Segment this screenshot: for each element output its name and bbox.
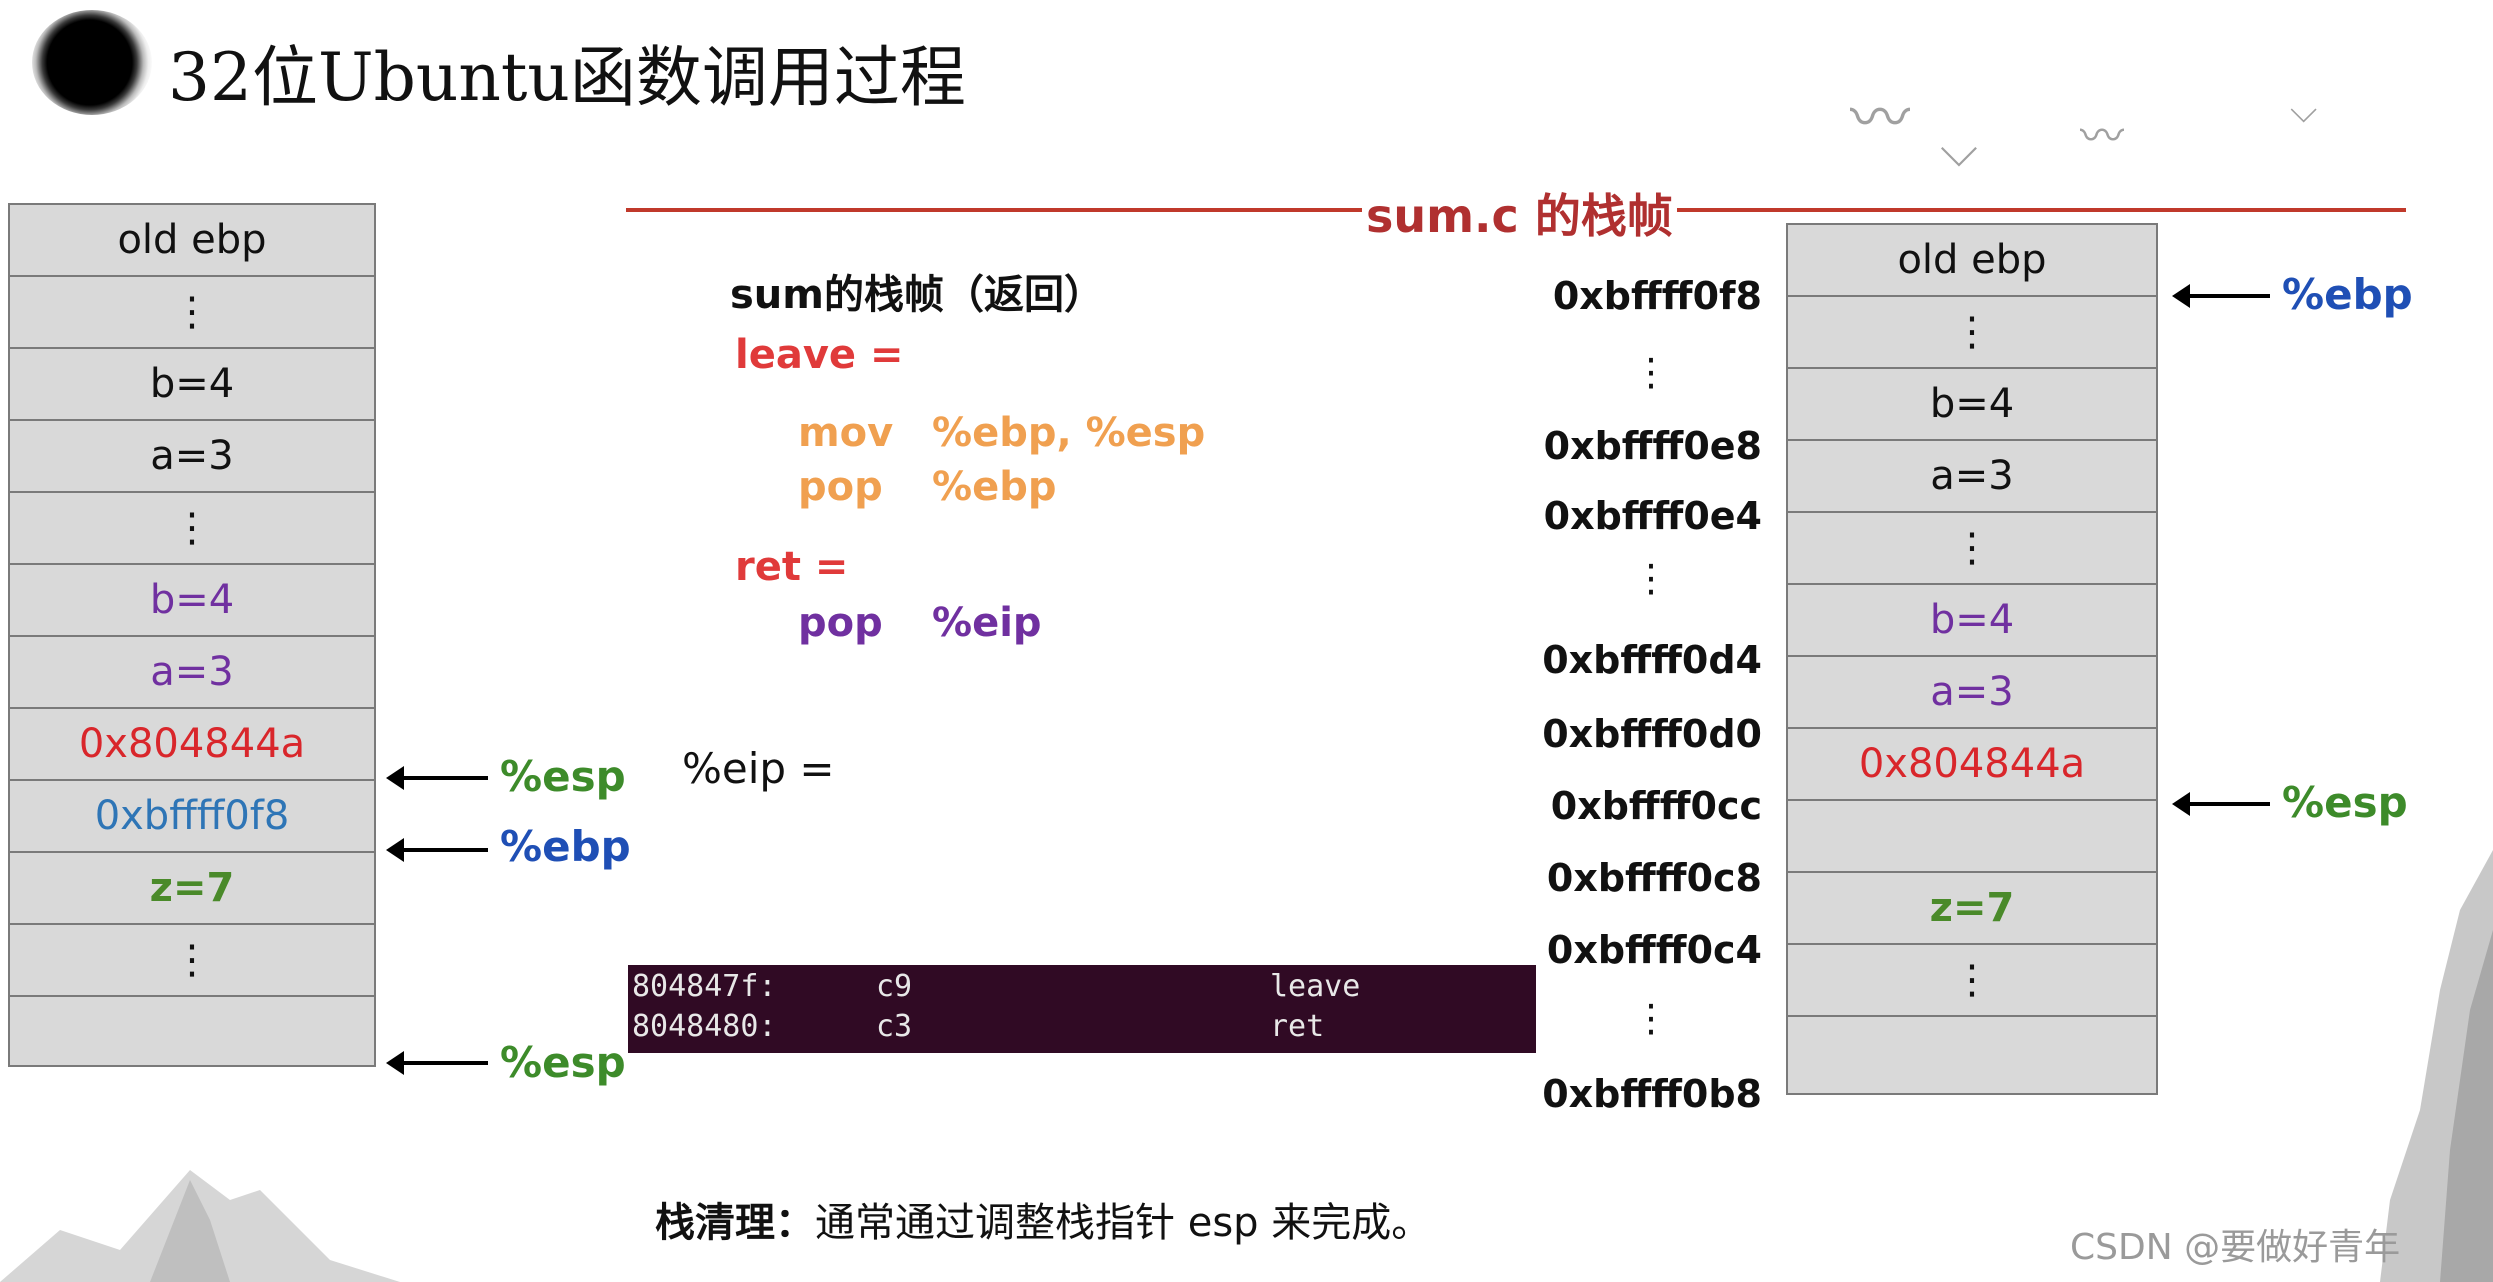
address-ellipsis: ⋮ — [1410, 996, 1670, 1040]
left-stack-cell: 0x804844a — [10, 709, 374, 781]
ebp-arrow-icon — [2186, 294, 2270, 298]
leave-label: leave = — [735, 332, 903, 378]
disasm-address: 804847f: — [632, 969, 777, 1004]
mountain-decoration-icon — [0, 1080, 400, 1282]
esp-pointer-label: %esp — [500, 1038, 626, 1087]
address-label: 0xbffff0f8 — [1502, 274, 1762, 318]
esp-arrow-icon — [400, 776, 488, 780]
left-stack-cell: ⋮ — [10, 925, 374, 997]
left-stack-cell: old ebp — [10, 205, 374, 277]
disasm-bytes: c3 — [876, 1009, 912, 1044]
code-heading: sum的栈帧（返回） — [730, 262, 1104, 320]
footer-bold-label: 栈清理： — [655, 1200, 815, 1246]
right-stack-cell: 0x804844a — [1788, 729, 2156, 801]
address-label: 0xbffff0c8 — [1502, 856, 1762, 900]
logo-ink-circle — [32, 10, 152, 115]
address-label: 0xbffff0d0 — [1502, 712, 1762, 756]
right-stack-cell: old ebp — [1788, 225, 2156, 297]
footer-text: 通常通过调整栈指针 esp 来完成。 — [815, 1200, 1431, 1246]
left-stack-cell — [10, 997, 374, 1065]
disasm-instruction: ret — [1270, 1009, 1324, 1044]
watermark: CSDN @要做好青年 — [2070, 1218, 2400, 1270]
address-ellipsis: ⋮ — [1410, 556, 1670, 600]
right-stack-cell: a=3 — [1788, 657, 2156, 729]
address-label: 0xbffff0b8 — [1502, 1072, 1762, 1116]
left-stack-cell: a=3 — [10, 421, 374, 493]
ebp-arrow-icon — [400, 848, 488, 852]
right-stack-cell — [1788, 1017, 2156, 1093]
disasm-address: 8048480: — [632, 1009, 777, 1044]
right-stack-cell: b=4 — [1788, 585, 2156, 657]
address-label: 0xbffff0e4 — [1502, 494, 1762, 538]
pop-op: pop — [798, 464, 883, 510]
right-stack-cell: ⋮ — [1788, 513, 2156, 585]
disasm-row: 804847f: c9 leave — [628, 969, 1536, 1009]
bird-decoration-icon: ⌵ — [1940, 120, 1978, 179]
mov-args: %ebp, %esp — [932, 410, 1205, 456]
bird-decoration-icon: ⌵ — [2290, 90, 2317, 132]
bird-decoration-icon: 〰 — [2080, 100, 2124, 164]
footer-note: 栈清理：通常通过调整栈指针 esp 来完成。 — [655, 1190, 1431, 1248]
left-stack-cell: ⋮ — [10, 277, 374, 349]
esp-pointer-label: %esp — [2282, 778, 2408, 827]
address-label: 0xbffff0cc — [1502, 784, 1762, 828]
address-label: 0xbffff0d4 — [1502, 638, 1762, 682]
right-stack-cell: a=3 — [1788, 441, 2156, 513]
right-stack-cell: b=4 — [1788, 369, 2156, 441]
pop-args: %ebp — [932, 464, 1056, 510]
right-stack-cell: ⋮ — [1788, 297, 2156, 369]
disassembly-terminal: 804847f: c9 leave 8048480: c3 ret — [628, 965, 1536, 1053]
eip-label: %eip = — [682, 744, 835, 793]
address-ellipsis: ⋮ — [1410, 350, 1670, 394]
mov-op: mov — [798, 410, 893, 456]
right-stack: old ebp ⋮ b=4 a=3 ⋮ b=4 a=3 0x804844a z=… — [1786, 223, 2158, 1095]
address-label: 0xbffff0e8 — [1502, 424, 1762, 468]
left-stack-cell: b=4 — [10, 349, 374, 421]
left-stack: old ebp ⋮ b=4 a=3 ⋮ b=4 a=3 0x804844a 0x… — [8, 203, 376, 1067]
banner-title: sum.c 的栈帧 — [1362, 180, 1677, 246]
right-stack-cell: ⋮ — [1788, 945, 2156, 1017]
right-stack-cell — [1788, 801, 2156, 873]
pop-eip-args: %eip — [932, 600, 1042, 646]
disasm-instruction: leave — [1270, 969, 1360, 1004]
esp-arrow-icon — [400, 1061, 488, 1065]
ret-label: ret = — [735, 544, 848, 590]
ebp-pointer-label: %ebp — [2282, 270, 2413, 319]
left-stack-cell: a=3 — [10, 637, 374, 709]
esp-arrow-icon — [2186, 802, 2270, 806]
left-stack-cell: z=7 — [10, 853, 374, 925]
right-stack-cell: z=7 — [1788, 873, 2156, 945]
disasm-bytes: c9 — [876, 969, 912, 1004]
pop-eip-op: pop — [798, 600, 883, 646]
bird-decoration-icon: 〰 — [1850, 70, 1910, 157]
left-stack-cell: ⋮ — [10, 493, 374, 565]
esp-pointer-label: %esp — [500, 752, 626, 801]
page-title: 32位Ubuntu函数调用过程 — [168, 24, 966, 120]
left-stack-cell: b=4 — [10, 565, 374, 637]
address-label: 0xbffff0c4 — [1502, 928, 1762, 972]
ebp-pointer-label: %ebp — [500, 822, 631, 871]
left-stack-cell: 0xbffff0f8 — [10, 781, 374, 853]
disasm-row: 8048480: c3 ret — [628, 1009, 1536, 1049]
